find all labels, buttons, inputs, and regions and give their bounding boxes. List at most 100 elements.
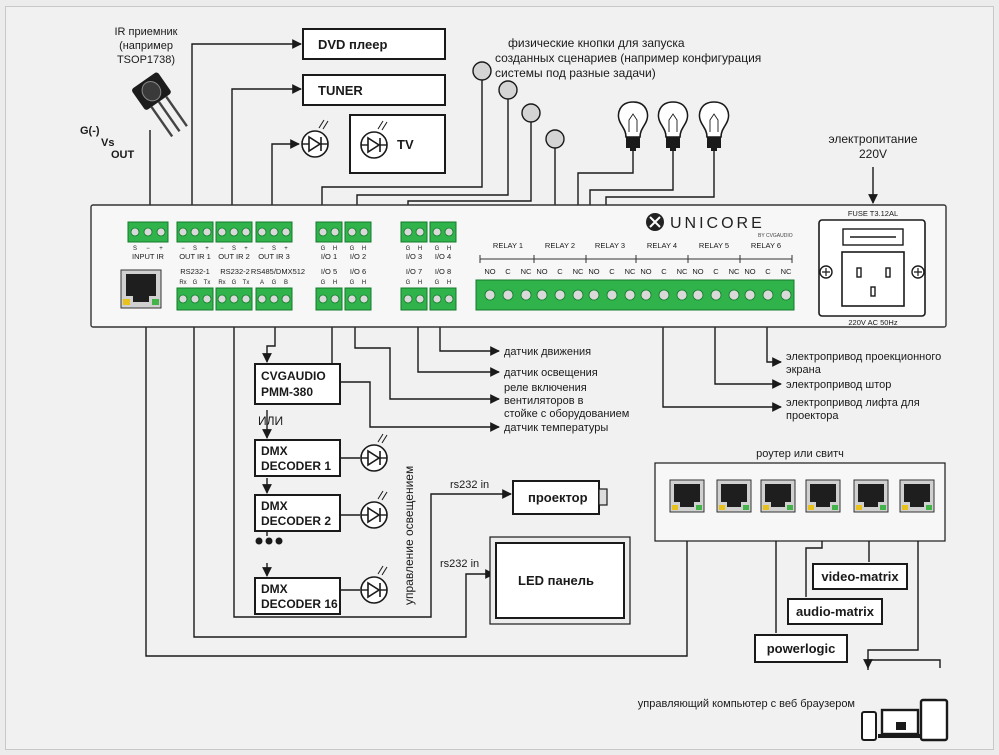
or-label: ИЛИ <box>258 414 283 428</box>
relay-pin-label: C <box>505 267 511 276</box>
pin-label: Rx <box>218 280 225 286</box>
button-icon <box>545 129 565 149</box>
relay-screw <box>606 289 618 301</box>
relay-screw <box>640 289 652 301</box>
pin-label: Tx <box>204 280 211 286</box>
pin-label: H <box>447 280 451 286</box>
ir-pin-vs: Vs <box>101 137 114 149</box>
buttons-note-2: созданных сценариев (например конфигурац… <box>495 51 761 65</box>
dmx-decoder-2: DMX DECODER 2 <box>254 494 341 532</box>
ir-receiver-title: IR приемник <box>115 26 178 38</box>
relay-6-label: RELAY 6 <box>751 241 781 250</box>
pin-label: + <box>244 246 248 252</box>
pin-label: G <box>272 280 277 286</box>
io-8-label: I/O 8 <box>435 267 451 276</box>
power-rating-label: 220V AC 50Hz <box>848 318 897 327</box>
led-light-icon <box>360 565 388 604</box>
powerlogic-label: powerlogic <box>767 641 836 656</box>
rs485-label: RS485/DMX512 <box>251 267 305 276</box>
relay-pin-label: NC <box>521 267 532 276</box>
pin-label: H <box>418 246 422 252</box>
out-ir-2-label: OUT IR 2 <box>218 252 250 261</box>
relay-pin-label: NC <box>729 267 740 276</box>
ellipsis-dots-icon <box>255 537 283 545</box>
rs232-2-terminal <box>215 287 253 311</box>
pin-label: H <box>362 280 366 286</box>
pin-label: H <box>418 280 422 286</box>
dmx2-label-2: DECODER 2 <box>261 514 331 528</box>
relay-screw <box>728 289 740 301</box>
pin-label: − <box>146 246 150 252</box>
led-light-icon <box>360 490 388 529</box>
sensor-motion: датчик движения <box>504 346 591 358</box>
ir-sensor-icon <box>132 72 188 138</box>
pin-label: + <box>284 246 288 252</box>
io-2-terminal <box>344 221 372 243</box>
relay-screw <box>780 289 792 301</box>
pin-label: G <box>193 280 198 286</box>
io-4-label: I/O 4 <box>435 252 451 261</box>
rs232-1-label: RS232-1 <box>180 267 210 276</box>
relay-screw <box>692 289 704 301</box>
actuator-screen-2: экрана <box>786 364 822 376</box>
relay-pin-label: NO <box>588 267 599 276</box>
computer-label: управляющий компьютер с веб браузером <box>638 698 855 710</box>
ethernet-port-icon <box>899 479 935 513</box>
power-label: электропитание <box>828 132 917 146</box>
relay-pin-label: C <box>661 267 667 276</box>
power-inlet: FUSE T3.12AL 220V AC 50Hz <box>818 209 926 327</box>
dmx2-label-1: DMX <box>261 499 288 513</box>
io-3-label: I/O 3 <box>406 252 422 261</box>
relay-pin-label: C <box>557 267 563 276</box>
relay-screw <box>744 289 756 301</box>
pin-label: B <box>284 280 288 286</box>
led-panel-label: LED панель <box>518 573 594 588</box>
out-ir-3-label: OUT IR 3 <box>258 252 290 261</box>
powerlogic-box: powerlogic <box>754 634 848 663</box>
io-4-terminal <box>429 221 457 243</box>
out-ir-1-terminal <box>176 221 214 243</box>
led-light-icon <box>360 433 388 472</box>
brand-name: UNICORE <box>670 215 765 232</box>
rs232-in-led: rs232 in <box>440 558 479 570</box>
audio-matrix-label: audio-matrix <box>796 604 875 619</box>
tv-box: TV <box>349 114 446 174</box>
relay-terminal-block <box>475 279 795 311</box>
unicore-panel: S − + − S + − S + − S + INPUT IR OUT IR … <box>90 204 947 328</box>
buttons-note-3: системы под разные задачи) <box>495 66 656 80</box>
dvd-box: DVD плеер <box>302 28 446 60</box>
relay-pin-label: NC <box>677 267 688 276</box>
out-ir-3-terminal <box>255 221 293 243</box>
relay-screw <box>520 289 532 301</box>
relay-pin-label: NO <box>744 267 755 276</box>
relay-screw <box>572 289 584 301</box>
brand-sub: BY CVGAUDIO <box>758 233 793 239</box>
io-6-terminal <box>344 287 372 311</box>
cvgaudio-box: CVGAUDIO PMM-380 <box>254 363 341 405</box>
fan-relay-1: реле включения <box>504 382 587 394</box>
pin-label: A <box>260 280 264 286</box>
pin-label: S <box>232 246 236 252</box>
ir-receiver-subtitle-2: TSOP1738) <box>117 54 175 66</box>
relay-pin-label: NC <box>625 267 636 276</box>
fuse-label: FUSE T3.12AL <box>848 209 898 218</box>
router-label: роутер или свитч <box>756 448 844 460</box>
pin-label: G <box>435 280 440 286</box>
physical-buttons: физические кнопки для запуска созданных … <box>472 36 761 149</box>
cvgaudio-label-2: PMM-380 <box>261 385 313 399</box>
actuator-lift-1: электропривод лифта для <box>786 397 920 409</box>
dmx-decoder-16: DMX DECODER 16 <box>254 577 341 615</box>
relay-5-label: RELAY 5 <box>699 241 729 250</box>
pin-label: H <box>447 246 451 252</box>
pin-label: G <box>350 280 355 286</box>
ir-receiver: IR приемник (например TSOP1738) G(-) Vs … <box>80 26 188 161</box>
io-1-label: I/O 1 <box>321 252 337 261</box>
bulb-icon <box>698 101 730 152</box>
wires <box>122 39 919 669</box>
pin-label: H <box>333 246 337 252</box>
pin-label: + <box>205 246 209 252</box>
relay-pin-label: C <box>713 267 719 276</box>
button-icon <box>521 103 541 123</box>
